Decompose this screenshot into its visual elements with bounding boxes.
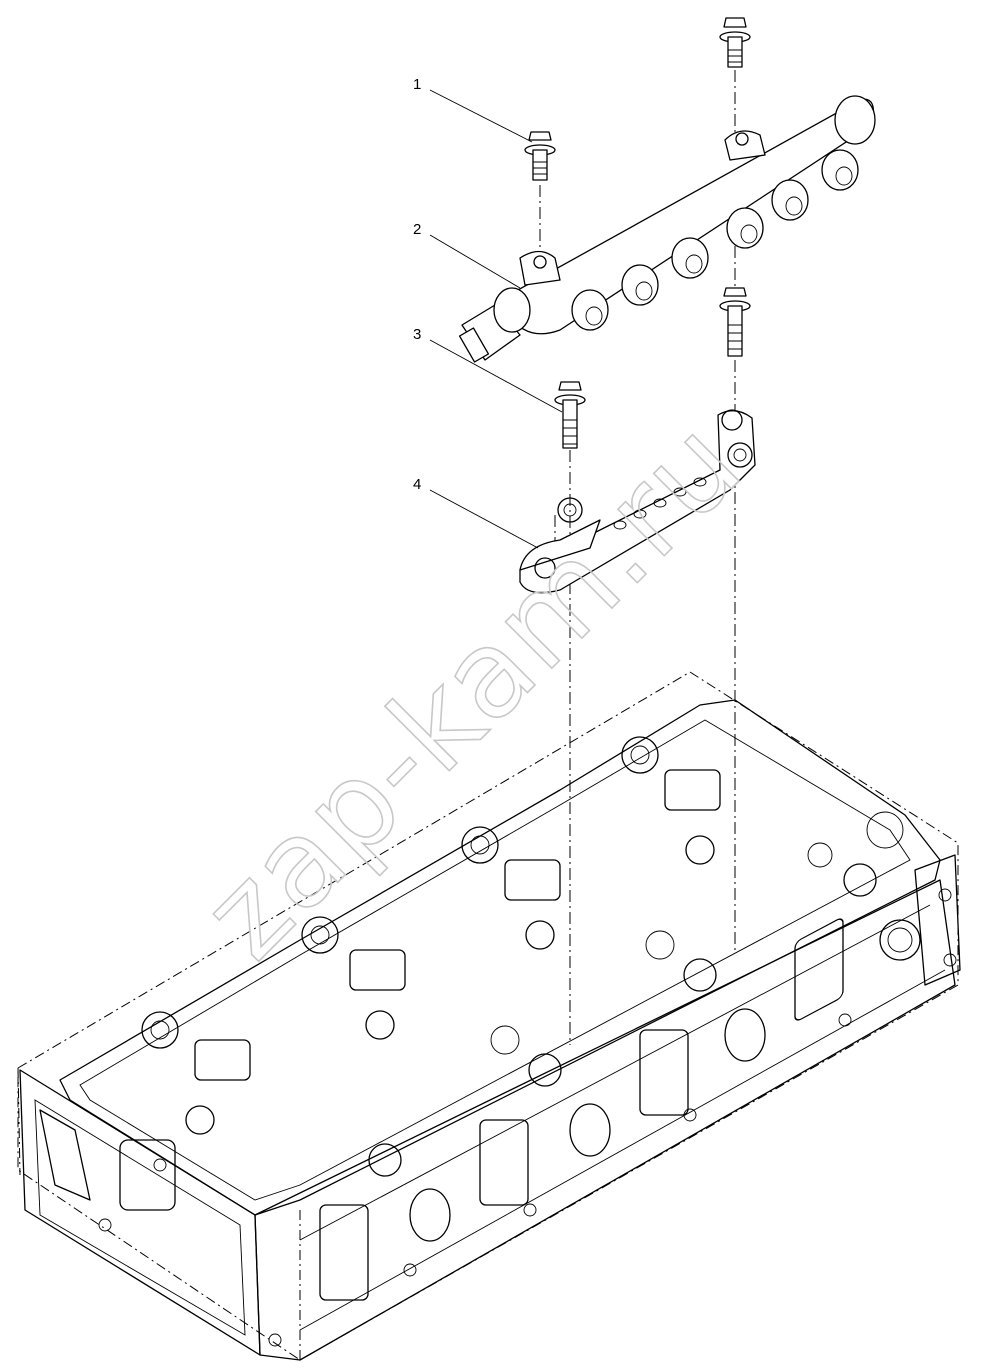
callout-4-label: 4 <box>413 476 421 493</box>
callout-2: 2 <box>413 221 521 289</box>
callout-4: 4 <box>413 476 539 549</box>
bolt-part-1 <box>524 131 556 181</box>
rail-outlets <box>571 149 859 331</box>
flange-holes <box>268 888 957 1347</box>
fuel-rail-part-2 <box>458 95 876 363</box>
callout-2-label: 2 <box>413 221 421 238</box>
callout-3: 3 <box>413 326 563 413</box>
callout-1-label: 1 <box>413 76 421 93</box>
bracket-part-4 <box>519 409 756 594</box>
bolt-right-middle <box>719 287 751 357</box>
callout-3-label: 3 <box>413 326 421 343</box>
bolt-part-3 <box>554 381 586 449</box>
side-ports <box>319 918 844 1301</box>
bolt-top-right <box>719 17 751 68</box>
watermark-text: zap-kam.ru <box>177 394 768 985</box>
bracket-slots <box>613 477 707 530</box>
cylinder-head <box>17 671 961 1361</box>
callout-1: 1 <box>413 76 533 143</box>
deck-bosses <box>141 736 904 1177</box>
